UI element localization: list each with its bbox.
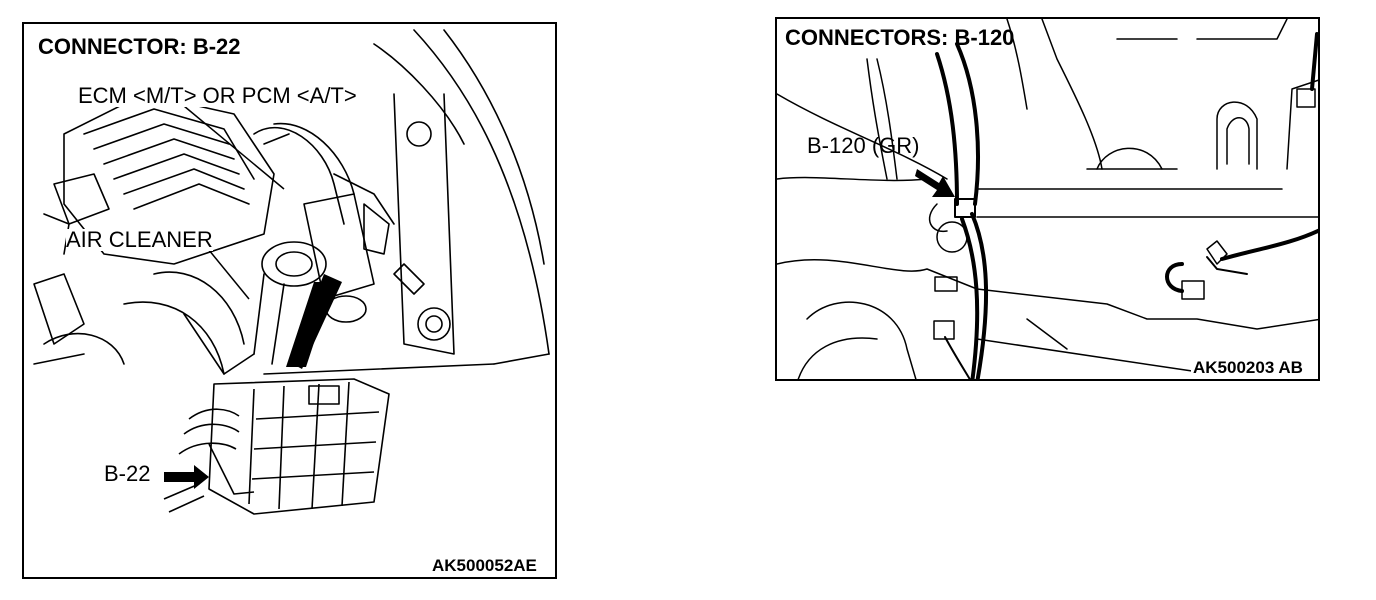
- connector-label: B-120 (GR): [807, 133, 920, 158]
- air-cleaner-label: AIR CLEANER: [66, 227, 213, 252]
- figure-code: AK500203 AB: [1191, 358, 1305, 377]
- connector-label: B-22: [104, 461, 151, 486]
- panel-title: CONNECTOR: B-22: [38, 34, 241, 59]
- engine-bay-illustration: [33, 29, 550, 515]
- panel-title: CONNECTORS: B-120: [785, 25, 1015, 50]
- harness-illustration: [777, 19, 1318, 379]
- figure-code: AK500052AE: [430, 556, 539, 575]
- ecm-label: ECM <M/T> OR PCM <A/T>: [78, 83, 357, 108]
- connector-b120-panel: CONNECTORS: B-120 B-120 (GR) AK500203 AB: [775, 17, 1320, 381]
- connector-b22-panel: CONNECTOR: B-22 ECM <M/T> OR PCM <A/T> A…: [22, 22, 557, 579]
